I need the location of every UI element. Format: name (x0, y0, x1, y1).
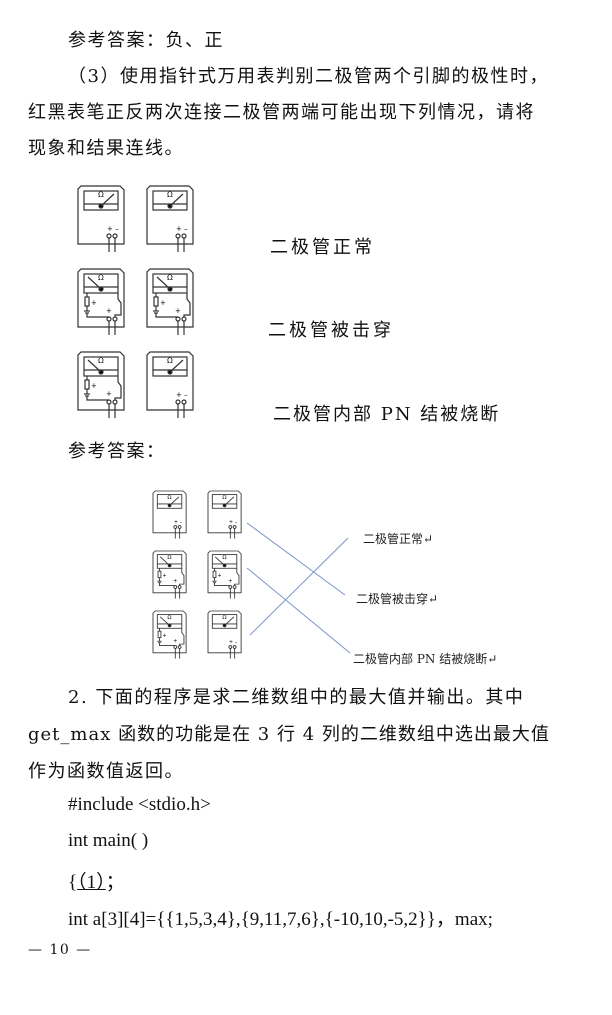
ohm-symbol: Ω (98, 357, 104, 365)
ohm-symbol: Ω (167, 191, 173, 199)
svg-text:+: + (106, 390, 112, 398)
ohm-symbol: Ω (167, 555, 171, 561)
answer-label-breakdown: 二极管被击穿↵ (356, 592, 439, 606)
answer-label-open: 二极管内部 PN 结被烧断↵ (353, 652, 498, 666)
svg-text:+: + (106, 307, 112, 315)
question-3-line-1: （3）使用指针式万用表判别二极管两个引脚的极性时， (68, 66, 549, 87)
meter-row2-right: Ω + + (146, 268, 194, 335)
label-diode-open: 二极管内部 PN 结被烧断 (273, 404, 501, 425)
svg-text:+: + (173, 579, 177, 585)
meter-diagrams: Ω + – Ω + – Ω + – Ω + – Ω + + Ω + + Ω + + Ω + + Ω + + Ω + – Ω + + Ω +… (77, 185, 351, 659)
svg-text:+: + (162, 573, 166, 579)
problem-2-line-2: get_max 函数的功能是在 3 行 4 列的二维数组中选出最大值 (28, 724, 550, 745)
svg-text:+ –: + – (174, 519, 183, 525)
ohm-symbol: Ω (222, 615, 226, 621)
svg-text:+: + (91, 299, 97, 307)
svg-text:+ –: + – (229, 639, 238, 645)
page-number: — 10 — (28, 942, 92, 958)
ohm-symbol: Ω (167, 495, 171, 501)
ohm-symbol: Ω (98, 191, 104, 199)
svg-text:+: + (217, 573, 221, 579)
meter-row1-right: Ω + – (146, 185, 194, 252)
answer-meter-row1-left: Ω + – (152, 490, 187, 539)
ohm-symbol: Ω (222, 555, 226, 561)
code-semicolon: ； (105, 872, 125, 893)
svg-text:+: + (173, 639, 177, 645)
connector-row2-open (246, 567, 351, 654)
reference-answer-2: 参考答案： (68, 441, 166, 462)
meter-row3-right: Ω + – (146, 351, 194, 418)
answer-meter-row2-left: Ω + + (152, 550, 187, 599)
answer-meter-row1-right: Ω + – (207, 490, 242, 539)
answer-label-normal: 二极管正常↵ (363, 532, 434, 546)
label-diode-breakdown: 二极管被击穿 (268, 320, 394, 341)
question-3-line-2: 红黑表笔正反两次连接二极管两端可能出现下列情况，请将 (28, 102, 535, 123)
code-line-main: int main( ) (68, 830, 149, 851)
code-line-blank: {（1）； (68, 867, 125, 894)
code-line-array: int a[3][4]={{1,5,3,4},{9,11,7,6},{-10,1… (68, 909, 493, 930)
ohm-symbol: Ω (167, 615, 171, 621)
problem-2-line-3: 作为函数值返回。 (28, 761, 184, 782)
blank-1: （1） (77, 872, 106, 893)
connector-row1-breakdown (246, 522, 346, 596)
meter-row3-left: Ω + + (77, 351, 125, 418)
svg-text:+: + (175, 307, 181, 315)
answer-meter-row2-right: Ω + + (207, 550, 242, 599)
svg-text:+ –: + – (176, 391, 188, 399)
svg-text:+ –: + – (176, 225, 188, 233)
svg-text:+ –: + – (229, 519, 238, 525)
meter-row2-left: Ω + + (77, 268, 125, 335)
problem-2-line-1: 2. 下面的程序是求二维数组中的最大值并输出。其中 (68, 687, 525, 708)
question-3-line-3: 现象和结果连线。 (28, 138, 184, 159)
ohm-symbol: Ω (167, 274, 173, 282)
svg-text:+ –: + – (107, 225, 119, 233)
svg-text:+: + (91, 382, 97, 390)
svg-text:+: + (228, 579, 232, 585)
ohm-symbol: Ω (222, 495, 226, 501)
answer-meter-row3-right: Ω + – (207, 610, 242, 659)
svg-text:+: + (160, 299, 166, 307)
svg-text:+: + (162, 633, 166, 639)
code-line-include: #include <stdio.h> (68, 794, 211, 815)
answer-meter-row3-left: Ω + + (152, 610, 187, 659)
ohm-symbol: Ω (98, 274, 104, 282)
code-brace: { (68, 872, 78, 893)
meter-row1-left: Ω + – (77, 185, 125, 252)
reference-answer-1: 参考答案：负、正 (68, 30, 224, 51)
connector-row3-normal (249, 537, 349, 636)
ohm-symbol: Ω (167, 357, 173, 365)
label-diode-normal: 二极管正常 (270, 237, 375, 258)
